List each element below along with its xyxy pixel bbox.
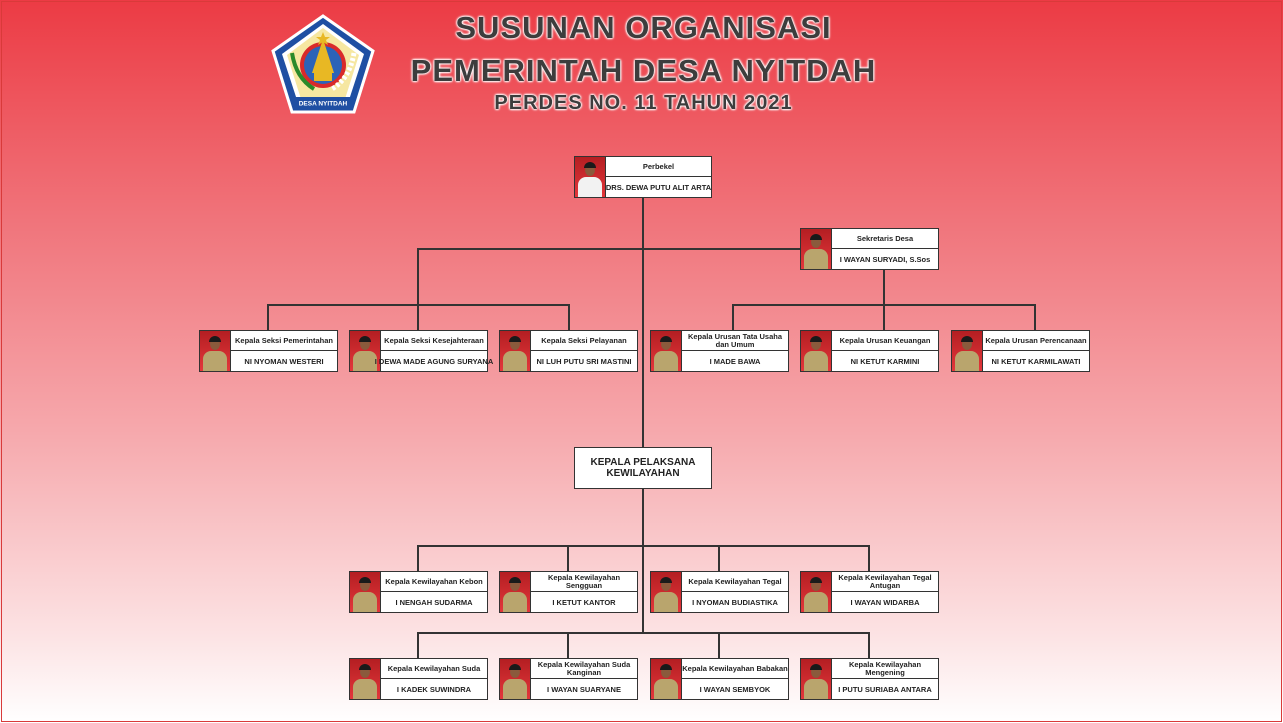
node-kewil-kebon: Kepala Kewilayahan Kebon I NENGAH SUDARM… — [349, 571, 488, 613]
node-kasi-kesejahteraan: Kepala Seksi Kesejahteraan I DEWA MADE A… — [349, 330, 494, 372]
node-kewil-sengguan: Kepala Kewilayahan Sengguan I KETUT KANT… — [499, 571, 638, 613]
node-kaur-perencanaan: Kepala Urusan Perencanaan NI KETUT KARMI… — [951, 330, 1090, 372]
node-kaur-tata-usaha: Kepala Urusan Tata Usaha dan Umum I MADE… — [650, 330, 789, 372]
photo-kewil-suda — [350, 659, 381, 699]
photo-kaur-tata-usaha — [651, 331, 682, 371]
photo-kewil-tegal — [651, 572, 682, 612]
name-kewil-tegal: I NYOMAN BUDIASTIKA — [692, 597, 778, 607]
title-line-2: PEMERINTAH DESA NYITDAH — [410, 53, 877, 88]
node-kewil-tegal-antugan: Kepala Kewilayahan Tegal Antugan I WAYAN… — [800, 571, 939, 613]
node-kasi-pelayanan: Kepala Seksi Pelayanan NI LUH PUTU SRI M… — [499, 330, 638, 372]
node-sekretaris-desa: Sekretaris Desa I WAYAN SURYADI, S.Sos — [800, 228, 939, 270]
name-sekretaris-desa: I WAYAN SURYADI, S.Sos — [839, 254, 931, 264]
name-perbekel: DRS. DEWA PUTU ALIT ARTA — [605, 182, 712, 192]
role-kaur-keuangan: Kepala Urusan Keuangan — [832, 331, 938, 351]
node-kaur-keuangan: Kepala Urusan Keuangan NI KETUT KARMINI — [800, 330, 939, 372]
photo-kewil-suda-kanginan — [500, 659, 531, 699]
photo-kaur-perencanaan — [952, 331, 983, 371]
photo-sekretaris-desa — [801, 229, 832, 269]
name-kewil-suda-kanginan: I WAYAN SUARYANE — [547, 684, 621, 694]
photo-kasi-pemerintahan — [200, 331, 231, 371]
village-logo: DESA NYITDAH — [270, 13, 376, 115]
role-kewil-tegal-antugan: Kepala Kewilayahan Tegal Antugan — [832, 572, 938, 592]
role-kaur-tata-usaha: Kepala Urusan Tata Usaha dan Umum — [682, 331, 788, 351]
title-line-3: PERDES NO. 11 TAHUN 2021 — [494, 92, 793, 114]
photo-kasi-kesejahteraan — [350, 331, 381, 371]
name-kewil-sengguan: I KETUT KANTOR — [552, 597, 616, 607]
role-perbekel: Perbekel — [606, 157, 711, 177]
name-kaur-perencanaan: NI KETUT KARMILAWATI — [991, 356, 1081, 366]
role-kewil-suda: Kepala Kewilayahan Suda — [381, 659, 487, 679]
photo-kewil-babakan — [651, 659, 682, 699]
name-kasi-pemerintahan: NI NYOMAN WESTERI — [244, 356, 324, 366]
role-kasi-pemerintahan: Kepala Seksi Pemerintahan — [231, 331, 337, 351]
node-perbekel: Perbekel DRS. DEWA PUTU ALIT ARTA — [574, 156, 712, 198]
photo-kewil-sengguan — [500, 572, 531, 612]
name-kewil-babakan: I WAYAN SEMBYOK — [699, 684, 771, 694]
node-kewil-tegal: Kepala Kewilayahan Tegal I NYOMAN BUDIAS… — [650, 571, 789, 613]
node-kewil-suda: Kepala Kewilayahan Suda I KADEK SUWINDRA — [349, 658, 488, 700]
name-kaur-tata-usaha: I MADE BAWA — [709, 356, 761, 366]
name-kewil-kebon: I NENGAH SUDARMA — [395, 597, 473, 607]
role-kewil-suda-kanginan: Kepala Kewilayahan Suda Kanginan — [531, 659, 637, 679]
name-kewil-tegal-antugan: I WAYAN WIDARBA — [850, 597, 920, 607]
node-kepala-pelaksana-kewilayahan: KEPALA PELAKSANA KEWILAYAHAN — [574, 447, 712, 489]
name-kasi-pelayanan: NI LUH PUTU SRI MASTINI — [536, 356, 632, 366]
logo-text: DESA NYITDAH — [299, 101, 348, 108]
name-kasi-kesejahteraan: I DEWA MADE AGUNG SURYANA — [374, 356, 494, 366]
role-sekretaris-desa: Sekretaris Desa — [832, 229, 938, 249]
role-kewil-kebon: Kepala Kewilayahan Kebon — [381, 572, 487, 592]
photo-kewil-kebon — [350, 572, 381, 612]
role-kewil-mengening: Kepala Kewilayahan Mengening — [832, 659, 938, 679]
role-kasi-kesejahteraan: Kepala Seksi Kesejahteraan — [381, 331, 487, 351]
node-kasi-pemerintahan: Kepala Seksi Pemerintahan NI NYOMAN WEST… — [199, 330, 338, 372]
photo-kasi-pelayanan — [500, 331, 531, 371]
role-kasi-pelayanan: Kepala Seksi Pelayanan — [531, 331, 637, 351]
role-kaur-perencanaan: Kepala Urusan Perencanaan — [983, 331, 1089, 351]
photo-perbekel — [575, 157, 606, 197]
role-kewil-sengguan: Kepala Kewilayahan Sengguan — [531, 572, 637, 592]
node-kewil-mengening: Kepala Kewilayahan Mengening I PUTU SURI… — [800, 658, 939, 700]
role-kewil-babakan: Kepala Kewilayahan Babakan — [682, 659, 788, 679]
name-kewil-suda: I KADEK SUWINDRA — [396, 684, 472, 694]
node-kewil-suda-kanginan: Kepala Kewilayahan Suda Kanginan I WAYAN… — [499, 658, 638, 700]
photo-kewil-tegal-antugan — [801, 572, 832, 612]
title-line-1: SUSUNAN ORGANISASI — [455, 10, 832, 45]
photo-kewil-mengening — [801, 659, 832, 699]
photo-kaur-keuangan — [801, 331, 832, 371]
name-kaur-keuangan: NI KETUT KARMINI — [850, 356, 920, 366]
role-kewil-tegal: Kepala Kewilayahan Tegal — [682, 572, 788, 592]
name-kewil-mengening: I PUTU SURIABA ANTARA — [838, 684, 932, 694]
node-kewil-babakan: Kepala Kewilayahan Babakan I WAYAN SEMBY… — [650, 658, 789, 700]
